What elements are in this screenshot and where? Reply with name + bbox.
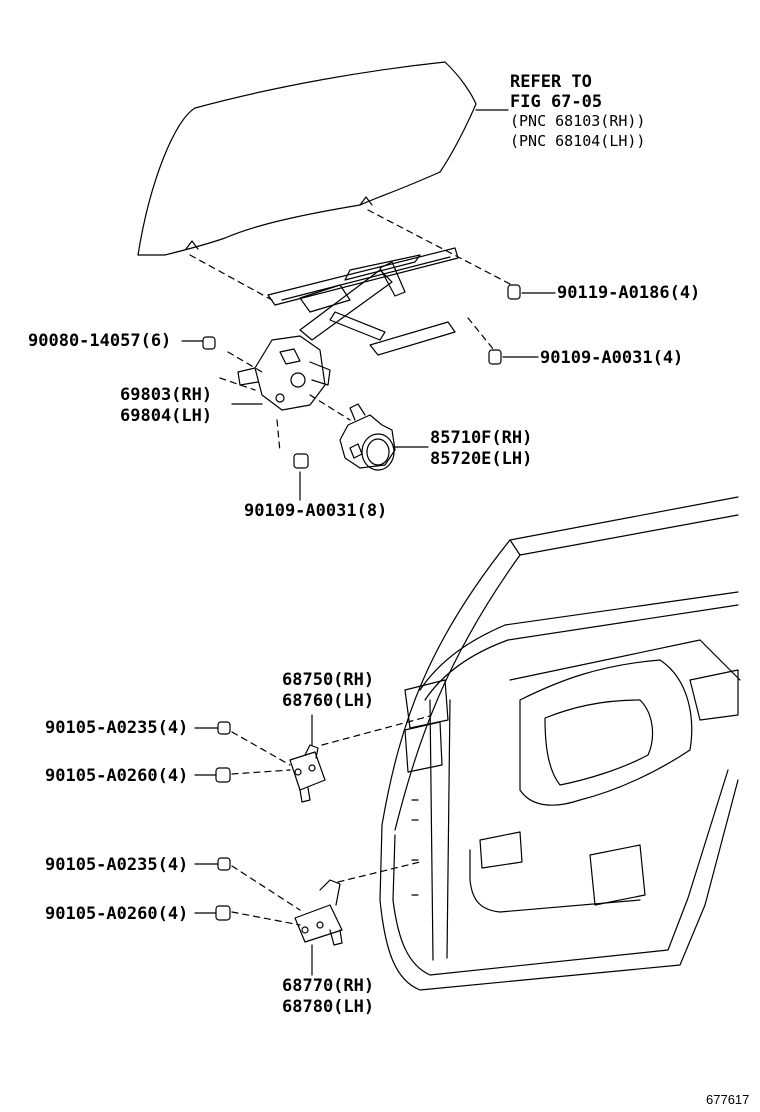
label-lower-hinge-rh: 68770(RH) [282,976,375,996]
refer-line1: REFER TO [510,72,592,92]
door-glass [137,61,477,256]
refer-line2: FIG 67-05 [510,92,603,112]
label-90105-0235-b: 90105-A0235(4) [45,855,189,875]
hinge-alignment-lines [231,715,431,926]
figure-id: 677617 [706,1092,750,1107]
label-90109-upper: 90109-A0031(4) [540,348,684,368]
label-lower-hinge-lh: 68780(LH) [282,997,375,1017]
hinge-bolts [215,721,231,921]
upper-hinge [289,744,326,803]
door-body [379,496,741,991]
label-motor-lh: 85720E(LH) [430,449,533,469]
lower-hinge [294,879,343,946]
label-regulator-rh: 69803(RH) [120,385,213,405]
label-90109-lower: 90109-A0031(8) [244,501,388,521]
refer-line4: (PNC 68104(LH)) [510,132,646,150]
label-90105-0235-a: 90105-A0235(4) [45,718,189,738]
bolts-upper [202,284,521,501]
glass-alignment-lines [189,209,513,453]
label-90119: 90119-A0186(4) [557,283,701,303]
leaders-hinge [194,714,313,976]
regulator-motor [339,403,396,471]
leaders-upper [181,292,556,448]
refer-line3: (PNC 68103(RH)) [510,112,646,130]
label-upper-hinge-lh: 68760(LH) [282,691,375,711]
label-regulator-lh: 69804(LH) [120,406,213,426]
label-90080: 90080-14057(6) [28,331,172,351]
window-regulator [237,247,459,411]
label-90105-0260-a: 90105-A0260(4) [45,766,189,786]
label-upper-hinge-rh: 68750(RH) [282,670,375,690]
label-motor-rh: 85710F(RH) [430,428,533,448]
label-90105-0260-b: 90105-A0260(4) [45,904,189,924]
